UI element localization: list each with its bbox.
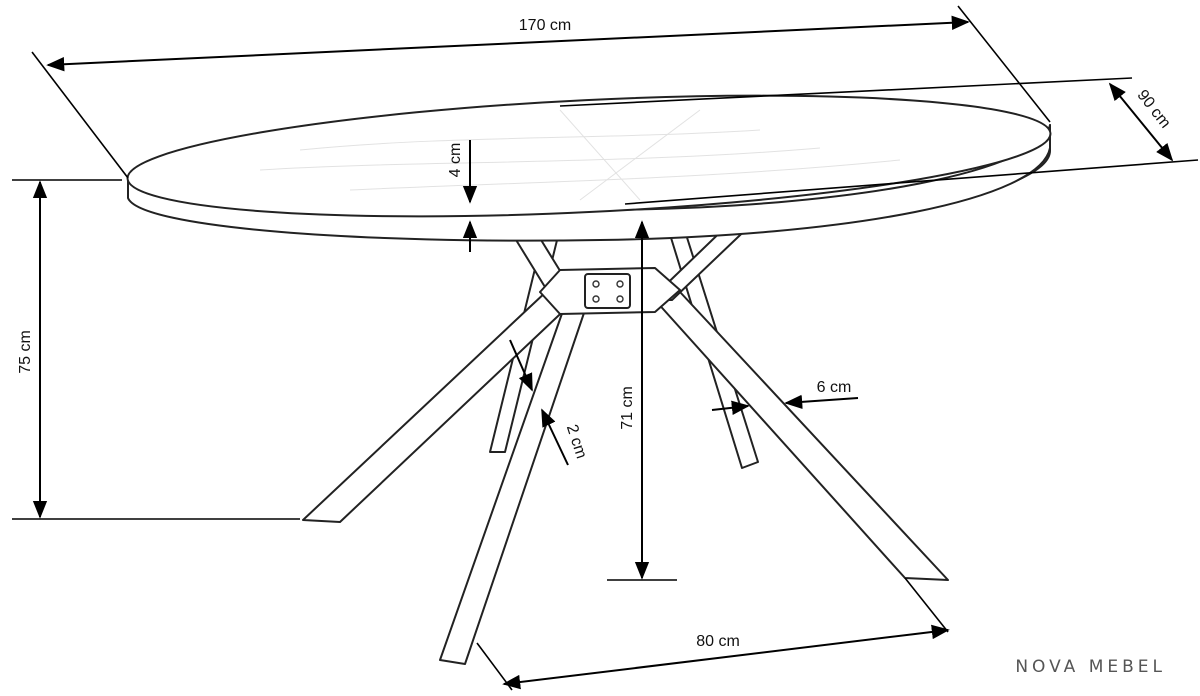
length-extension-left (31, 51, 129, 179)
hub-plate (584, 273, 631, 309)
leg-thickness-label: 2 cm (563, 422, 590, 460)
length-extension-right (957, 5, 1051, 123)
spread-dimension-line (502, 624, 950, 690)
leg-thickness-arrow-bottom (541, 408, 569, 466)
width-label: 90 cm (1133, 87, 1173, 132)
leg-width-arrow-left (711, 400, 750, 415)
brand-logo-text: NOVA MEBEL (1015, 657, 1166, 677)
dimension-lines (12, 5, 1199, 691)
leg-width-arrow-right (784, 394, 859, 410)
length-label: 170 cm (519, 17, 571, 34)
width-dimension-line (1108, 82, 1174, 162)
front-right-leg (654, 291, 949, 581)
length-dimension-line (46, 15, 970, 72)
hub-bolt (592, 280, 600, 288)
width-extension-top (559, 77, 1133, 107)
width-extension-bottom (624, 159, 1199, 205)
leg-width-label: 6 cm (817, 379, 852, 396)
hub-bolt (592, 295, 600, 303)
table-illustration (126, 94, 1052, 665)
top-thickness-label: 4 cm (447, 143, 464, 178)
total-height-label: 75 cm (17, 330, 34, 374)
leg-height-label: 71 cm (619, 386, 636, 430)
spread-extension-right (904, 577, 949, 633)
wood-grain (259, 109, 901, 201)
leg-spread-label: 80 cm (696, 633, 740, 650)
hub-bolt (616, 295, 624, 303)
hub-bolt (616, 280, 624, 288)
leg-thickness-arrow-top (509, 339, 533, 392)
table-top-surface (126, 94, 1052, 218)
